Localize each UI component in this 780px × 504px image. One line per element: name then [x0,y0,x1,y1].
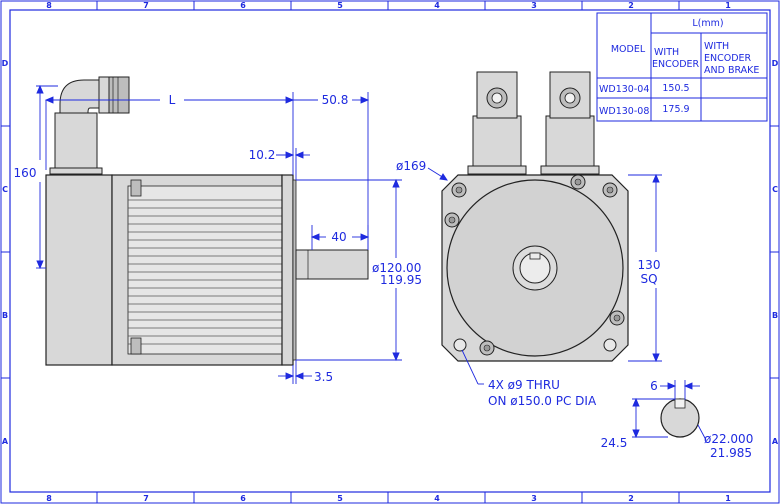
zone-left-3: B [2,311,8,320]
zone-right-3: B [772,311,778,320]
dim-pilot-diameter-upper: ø120.00 [372,261,421,275]
table-header-length: L(mm) [692,18,723,29]
zone-bottom-1: 8 [46,494,52,503]
zone-top-4: 5 [337,1,343,10]
inner-border [9,9,771,493]
table-header-encoder-line1: WITH [654,47,679,58]
dim-key-width: 6 [650,379,658,393]
dim-shaft-diameter-upper: ø22.000 [704,432,753,446]
dim-pilot-diameter-lower: 119.95 [380,273,422,287]
zone-top-7: 2 [628,1,634,10]
table-row-1-model: WD130-04 [599,84,649,95]
dim-square-value: 130 [638,258,661,272]
front-view-dimensions [427,167,662,385]
shaft-section-dimensions [632,380,707,441]
dim-shaft-diameter-lower: 21.985 [710,446,752,460]
zone-top-3: 6 [240,1,246,10]
motor-front-view [441,71,629,362]
zone-bottom-6: 3 [531,494,537,503]
table-header-brake-line3: AND BRAKE [704,65,759,76]
dim-shaft-length: 50.8 [322,93,349,107]
dim-square-suffix: SQ [640,272,657,286]
table-row-1-encoder: 150.5 [662,83,689,94]
dim-flange-thickness: 3.5 [314,370,333,384]
zone-top-8: 1 [725,1,731,10]
table-row-2-encoder: 175.9 [662,104,689,115]
side-view-dimensions [36,84,402,384]
zone-top-6: 3 [531,1,537,10]
dim-length-label: L [169,93,176,107]
table-header-brake-line1: WITH [704,41,729,52]
zone-bottom-8: 1 [725,494,731,503]
zone-bottom-2: 7 [143,494,149,503]
dim-height: 160 [14,166,37,180]
motor-side-view [45,76,369,366]
table-header-model: MODEL [611,44,646,55]
holes-note-line2: ON ø150.0 PC DIA [488,394,597,408]
zone-left-2: C [2,185,8,194]
zone-top-2: 7 [143,1,149,10]
zone-bottom-5: 4 [434,494,440,503]
zone-left-4: A [2,437,9,446]
dim-flange-diameter: ø169 [396,159,426,173]
table-header-encoder-line2: ENCODER [652,59,700,70]
model-table [596,12,768,122]
holes-note-line1: 4X ø9 THRU [488,378,560,392]
dim-flange-offset: 10.2 [249,148,276,162]
zone-right-4: A [772,437,779,446]
zone-bottom-3: 6 [240,494,246,503]
zone-bottom-7: 2 [628,494,634,503]
zone-top-5: 4 [434,1,440,10]
zone-bottom-4: 5 [337,494,343,503]
zone-left-1: D [2,59,9,68]
dim-key-length: 40 [331,230,346,244]
zone-right-1: D [772,59,779,68]
zone-right-2: C [772,185,778,194]
dim-key-depth: 24.5 [601,436,628,450]
table-header-brake-line2: ENCODER [704,53,752,64]
zone-top-1: 8 [46,1,52,10]
shaft-section-detail [660,398,700,438]
table-row-2-model: WD130-08 [599,106,649,117]
